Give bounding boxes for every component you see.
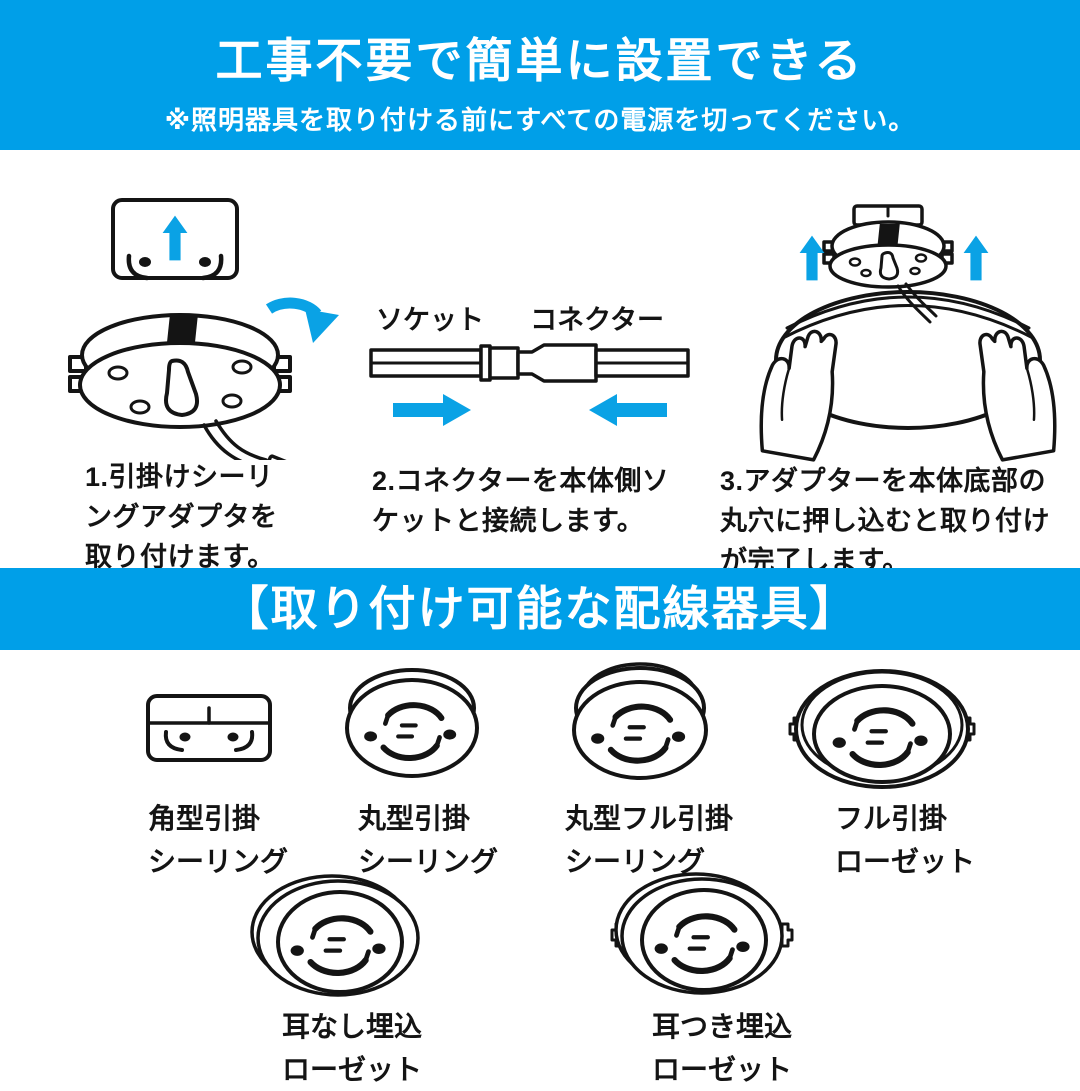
compatible-fixtures-banner: 【取り付け可能な配線器具】 [0, 568, 1080, 650]
step2-part-labels: ソケット コネクター [362, 298, 698, 337]
fixture-label-line: シーリング [148, 845, 289, 877]
up-arrow-icon [963, 235, 989, 281]
connector-illustration [516, 343, 690, 383]
arrow-right-icon [393, 394, 471, 426]
fixture-label-line: ローゼット [282, 1053, 423, 1085]
connector-label: コネクター [530, 305, 664, 335]
fixture-label-line: 耳つき埋込 [652, 1011, 793, 1042]
up-arrow-icon [799, 235, 825, 281]
fixture-label: 丸型フル引掛 シーリング [565, 798, 733, 883]
fixture-label: フル引掛 ローゼット [835, 798, 975, 883]
step1-caption-line: 1.引掛けシーリ [85, 462, 274, 492]
round-full-hook-ceiling-icon [572, 662, 708, 780]
fixture-label-line: 角型引掛 [148, 803, 261, 834]
square-ceiling-socket-illustration [111, 198, 239, 281]
fixture-label-line: 丸型フル引掛 [565, 803, 734, 834]
step2-caption-line: ケットと接続します。 [372, 505, 645, 536]
step1-caption-line: 取り付けます。 [85, 541, 275, 572]
power-cord [896, 284, 932, 324]
top-banner: 工事不要で簡単に設置できる ※照明器具を取り付ける前にすべての電源を切ってくださ… [0, 0, 1080, 150]
fixture-label-line: シーリング [565, 845, 706, 877]
page-title: 工事不要で簡単に設置できる [215, 34, 865, 87]
step3-caption: 3.アダプターを本体底部の 丸穴に押し込むと取り付け が完了します。 [720, 462, 1065, 582]
step1-caption-line: ングアダプタを [85, 501, 278, 532]
step1-diagram [68, 198, 339, 460]
power-off-warning: ※照明器具を取り付ける前にすべての電源を切ってください。 [164, 105, 916, 135]
fixture-label-line: 耳なし埋込 [282, 1011, 423, 1042]
full-hook-rosette-icon [788, 669, 976, 789]
step3-diagram [752, 204, 1063, 462]
step3-caption-line: 丸穴に押し込むと取り付け [720, 505, 1050, 536]
compatible-fixtures-title: 【取り付け可能な配線器具】 [221, 582, 859, 635]
step2-caption: 2.コネクターを本体側ソ ケットと接続します。 [372, 462, 707, 542]
step2-diagram [369, 343, 690, 426]
adapter-top-illustration [822, 204, 954, 324]
socket-cable-illustration [369, 344, 520, 382]
step1-caption: 1.引掛けシーリ ングアダプタを 取り付けます。 [85, 458, 300, 578]
left-hand-illustration [752, 322, 846, 462]
arrow-left-icon [589, 394, 667, 426]
rotate-arrow-icon [265, 297, 339, 343]
flush-rosette-with-ears-icon [610, 872, 794, 995]
step3-caption-line: 3.アダプターを本体底部の [720, 466, 1047, 496]
fixture-label-line: ローゼット [835, 845, 976, 877]
fixture-label: 丸型引掛 シーリング [358, 798, 498, 883]
fixture-label-line: 丸型引掛 [358, 803, 471, 834]
fixture-label-line: ローゼット [652, 1053, 793, 1085]
right-hand-illustration [970, 322, 1063, 462]
flush-rosette-no-ears-icon [250, 874, 420, 997]
round-hook-ceiling-icon [345, 668, 479, 778]
step2-caption-line: 2.コネクターを本体側ソ [372, 466, 670, 496]
square-hook-ceiling-icon [146, 694, 272, 762]
fixture-label: 角型引掛 シーリング [148, 798, 288, 883]
fixture-label-line: フル引掛 [835, 803, 948, 834]
fixture-label-line: シーリング [358, 845, 499, 877]
power-cord [202, 423, 243, 460]
fixture-label: 耳なし埋込 ローゼット [282, 1006, 422, 1091]
socket-label: ソケット [376, 305, 484, 335]
fixture-label: 耳つき埋込 ローゼット [652, 1006, 792, 1091]
adapter-illustration [68, 297, 339, 460]
